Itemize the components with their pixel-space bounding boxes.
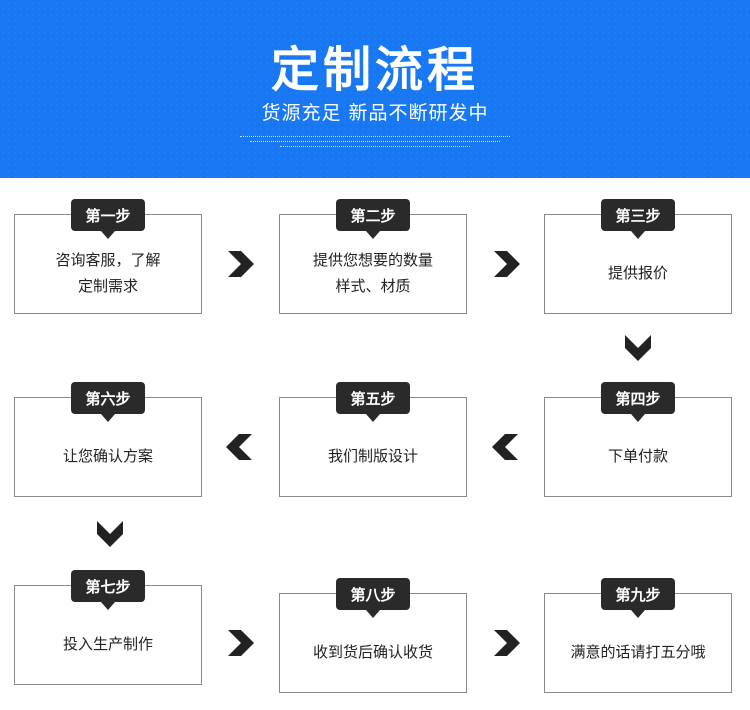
page-subtitle: 货源充足 新品不断研发中: [261, 102, 489, 124]
step-badge: 第七步: [71, 570, 145, 610]
step-badge: 第五步: [336, 382, 410, 422]
step-text: 我们制版设计: [327, 447, 418, 465]
step-badge: 第四步: [601, 382, 675, 422]
dotted-line: [280, 146, 470, 147]
chevron-down-icon: [94, 517, 126, 549]
step-text: 提供您想要的数量 样式、材质: [312, 251, 433, 295]
step-badge: 第九步: [601, 578, 675, 618]
step-text: 让您确认方案: [62, 447, 153, 465]
chevron-right-icon: [224, 627, 256, 659]
step-text: 收到货后确认收货: [312, 643, 433, 661]
step-card-7: 投入生产制作: [14, 585, 202, 685]
chevron-down-icon: [622, 331, 654, 363]
dotted-line: [240, 136, 510, 137]
step-text: 投入生产制作: [62, 635, 153, 653]
decorative-dotted-lines: [0, 136, 750, 151]
step-badge: 第三步: [601, 199, 675, 239]
step-text: 下单付款: [607, 447, 668, 465]
chevron-right-icon: [224, 248, 256, 280]
header-banner: 定制流程 货源充足 新品不断研发中: [0, 0, 750, 178]
dotted-line: [250, 141, 500, 142]
chevron-left-icon: [224, 431, 256, 463]
chevron-right-icon: [490, 627, 522, 659]
step-badge: 第二步: [336, 199, 410, 239]
step-badge: 第八步: [336, 578, 410, 618]
chevron-left-icon: [490, 431, 522, 463]
step-badge: 第六步: [71, 382, 145, 422]
step-badge: 第一步: [71, 199, 145, 239]
chevron-right-icon: [490, 248, 522, 280]
step-text: 满意的话请打五分哦: [570, 643, 706, 661]
page-title: 定制流程: [270, 42, 479, 98]
step-text: 提供报价: [607, 264, 668, 282]
step-text: 咨询客服，了解 定制需求: [55, 251, 161, 295]
